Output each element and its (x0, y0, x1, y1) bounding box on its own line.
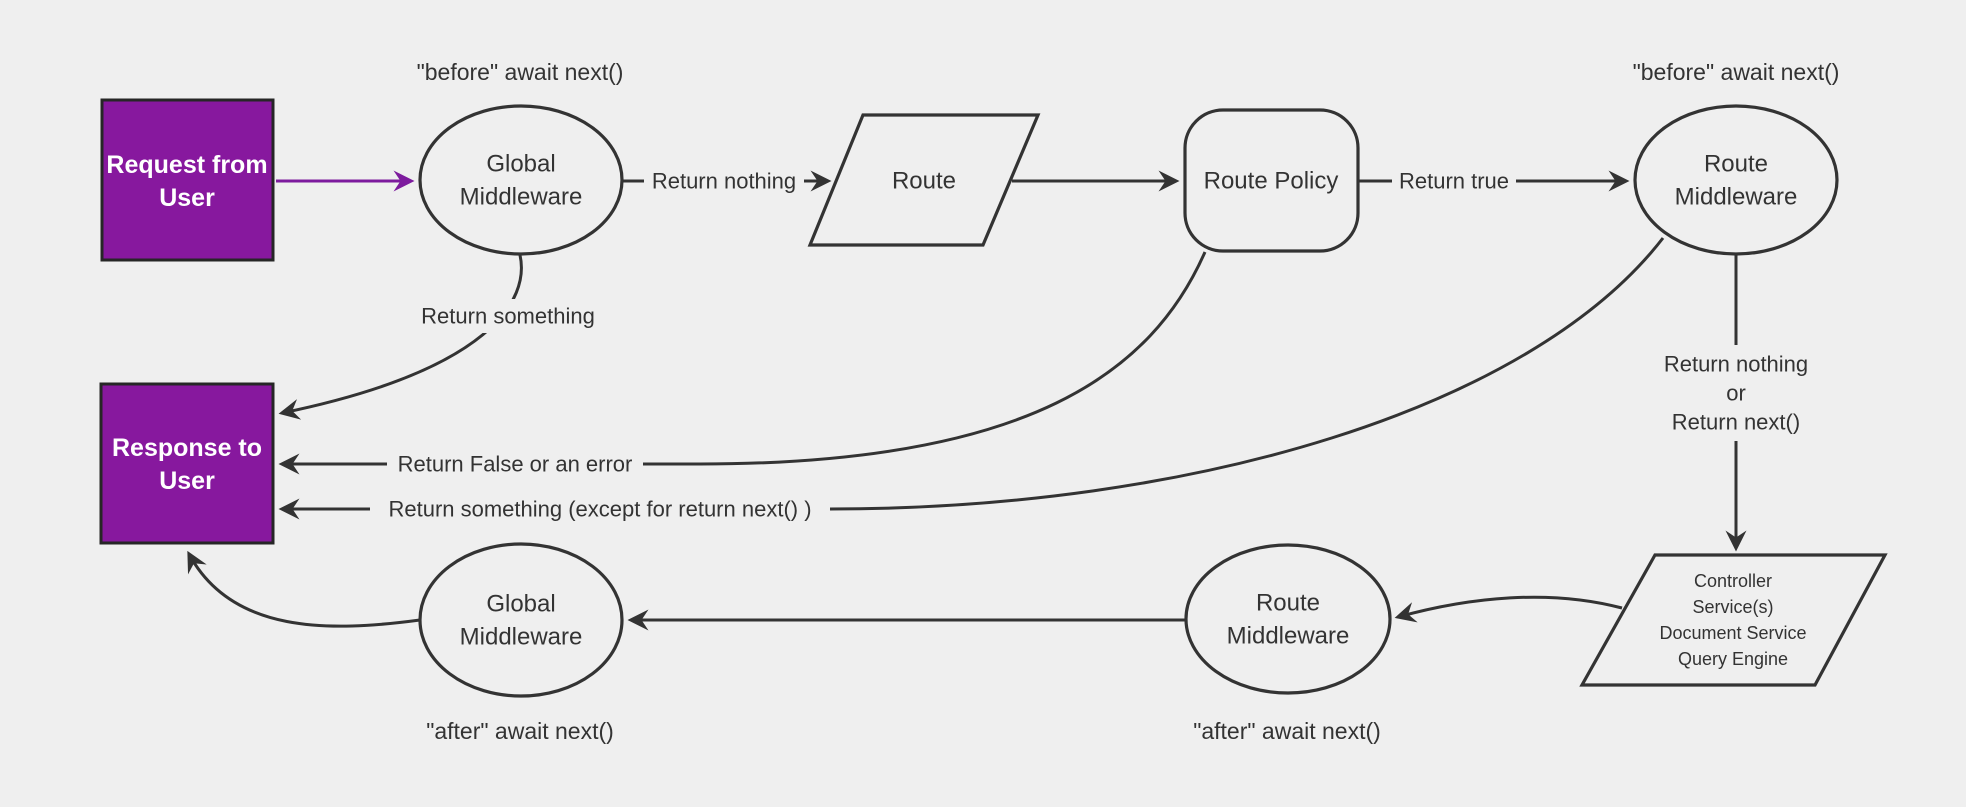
edge-label-return-something-except: Return something (except for return next… (388, 497, 811, 522)
edge-label-return-nothing-or-line1: Return nothing (1664, 352, 1808, 377)
edge-label-return-nothing-or-line2: or (1726, 381, 1746, 406)
edge-label-return-true: Return true (1399, 169, 1509, 194)
annotation-before-global-middleware: "before" await next() (417, 59, 624, 85)
response-box-label-line2: User (159, 467, 215, 495)
route-middleware-top-label-line1: Route (1704, 151, 1768, 178)
label-bg-return-something-except (370, 492, 830, 526)
annotation-after-route-middleware: "after" await next() (1193, 718, 1381, 744)
label-bg-return-nothing (644, 164, 804, 198)
node-route-policy: Route Policy (1183, 108, 1360, 253)
node-request-from-user: Request from User (100, 98, 275, 262)
node-controller-services: Controller Service(s) Document Service Q… (1579, 553, 1888, 687)
edge-label-return-nothing-or-next: Return nothing or Return next() (1664, 352, 1808, 435)
edge-label-return-nothing-or-line3: Return next() (1672, 410, 1800, 435)
request-box-shape (100, 98, 275, 262)
annotation-before-route-middleware: "before" await next() (1633, 59, 1840, 85)
route-middleware-bottom-label-line1: Route (1256, 590, 1320, 617)
edge-controller-to-route-middleware-bottom (1394, 595, 1623, 623)
route-label: Route (892, 168, 956, 195)
edge-label-return-nothing: Return nothing (652, 169, 796, 194)
global-middleware-bottom-label-line2: Middleware (460, 624, 583, 651)
node-global-middleware-top: Global Middleware (418, 104, 624, 256)
node-route: Route (807, 113, 1041, 247)
global-middleware-bottom-shape (418, 542, 624, 698)
route-middleware-bottom-label-line2: Middleware (1227, 623, 1350, 650)
global-middleware-top-shape (418, 104, 624, 256)
controller-label-line1: Controller (1694, 571, 1772, 591)
global-middleware-top-label-line1: Global (486, 151, 555, 178)
label-bg-return-true (1392, 164, 1516, 198)
request-box-label-line1: Request from (106, 151, 267, 179)
node-global-middleware-bottom: Global Middleware (418, 542, 624, 698)
route-middleware-top-label-line2: Middleware (1675, 184, 1798, 211)
edge-label-return-something: Return something (421, 304, 595, 329)
route-middleware-bottom-shape (1184, 543, 1392, 695)
response-box-label-line1: Response to (112, 434, 262, 462)
edge-label-return-false-or-error: Return False or an error (398, 452, 633, 477)
controller-label-line3: Document Service (1659, 623, 1806, 643)
route-middleware-top-shape (1633, 104, 1839, 256)
route-shape (807, 113, 1041, 247)
node-response-to-user: Response to User (99, 382, 275, 545)
edge-route-policy-return-false-to-response (278, 251, 1207, 475)
edge-global-middleware-return-something-to-response (278, 254, 523, 420)
edge-route-middleware-return-something-to-response (278, 237, 1665, 520)
global-middleware-top-label-line2: Middleware (460, 184, 583, 211)
route-policy-shape (1183, 108, 1360, 253)
controller-shape (1579, 553, 1888, 687)
controller-label-line4: Query Engine (1678, 649, 1788, 669)
global-middleware-bottom-label-line1: Global (486, 591, 555, 618)
label-bg-return-something (413, 299, 603, 333)
label-bg-return-nothing-or (1648, 345, 1824, 441)
request-box-label-line2: User (159, 184, 215, 212)
route-policy-label: Route Policy (1204, 168, 1339, 195)
annotation-after-global-middleware: "after" await next() (426, 718, 614, 744)
node-route-middleware-top: Route Middleware (1633, 104, 1839, 256)
response-box-shape (99, 382, 275, 545)
controller-label-line2: Service(s) (1692, 597, 1773, 617)
label-bg-return-false (387, 447, 643, 481)
node-route-middleware-bottom: Route Middleware (1184, 543, 1392, 695)
edge-global-middleware-bottom-to-response (187, 550, 421, 628)
